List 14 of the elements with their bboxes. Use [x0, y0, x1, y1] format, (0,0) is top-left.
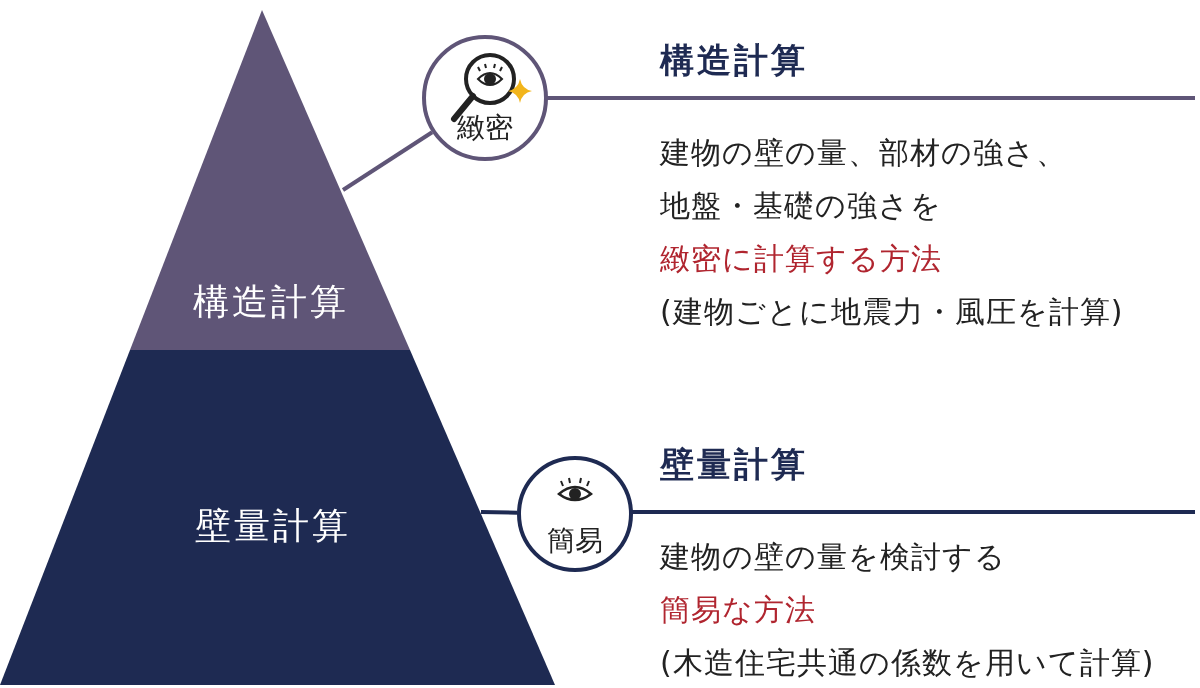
- section-title: 構造計算: [193, 281, 349, 322]
- circle-label: 緻密: [457, 111, 513, 144]
- description-text: (建物ごとに地震力・風圧を計算): [660, 293, 1124, 331]
- section-title: 壁量計算: [194, 505, 351, 546]
- circle-label: 簡易: [547, 524, 603, 557]
- description-text: 建物の壁の量、部材の強さ、地盤・基礎の強さを: [660, 134, 1068, 225]
- highlight-text: 緻密に計算する方法: [660, 240, 943, 278]
- highlight-text: 簡易な方法: [660, 591, 817, 629]
- connector-line: [341, 130, 434, 192]
- description-text: (木造住宅共通の係数を用いて計算): [660, 644, 1155, 682]
- section-heading: 壁量計算: [660, 443, 809, 486]
- connector-line: [480, 510, 518, 515]
- section-heading: 構造計算: [660, 39, 809, 82]
- description-text: 建物の壁の量を検討する: [660, 538, 1007, 576]
